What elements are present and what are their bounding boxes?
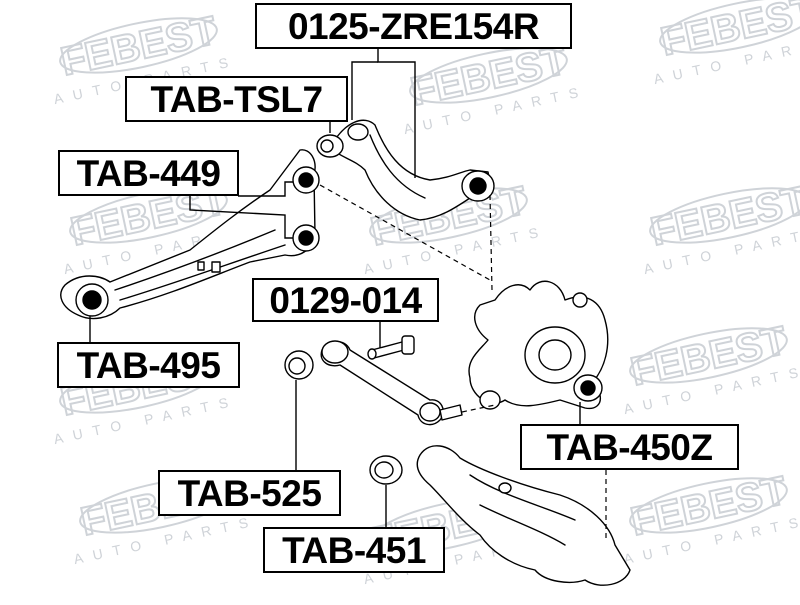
- cam-bolt-part: [367, 335, 415, 360]
- part-label-tab-451: TAB-451: [263, 527, 445, 573]
- part-label-tab-tsl7: TAB-TSL7: [125, 76, 348, 122]
- knuckle-part: [468, 280, 609, 410]
- part-label-tab-525: TAB-525: [158, 470, 341, 516]
- dashed-guide: [319, 184, 491, 281]
- part-label-tab-495: TAB-495: [57, 342, 240, 388]
- toe-link-bushing-part: [284, 350, 314, 380]
- dashed-guide: [461, 404, 496, 413]
- leader-lines: [89, 48, 581, 527]
- upper-arm-inner-bushing-part: [316, 134, 344, 158]
- part-label-0129-014: 0129-014: [252, 278, 439, 322]
- toe-link-part: [320, 340, 463, 426]
- watermark-logo: FEBEST AUTO PARTS: [402, 38, 589, 138]
- trailing-arm-part: [416, 445, 631, 586]
- lower-arm-bushing-part: [292, 166, 320, 252]
- knuckle-bushing-part: [573, 374, 603, 402]
- leader-line: [238, 181, 293, 197]
- leader-line: [377, 48, 416, 178]
- watermark-layer: FEBEST AUTO PARTS FEBEST AUTO PARTS FEBE…: [52, 0, 800, 587]
- watermark-logo: FEBEST AUTO PARTS: [622, 468, 800, 568]
- watermark-logo: FEBEST AUTO PARTS: [642, 178, 800, 277]
- part-label-tab-450z: TAB-450Z: [520, 424, 739, 470]
- part-label-tab-449: TAB-449: [58, 150, 239, 196]
- watermark-logo: FEBEST AUTO PARTS: [652, 0, 800, 87]
- part-label-0125-zre154r: 0125-ZRE154R: [255, 3, 572, 49]
- upper-arm-part: [329, 119, 495, 221]
- dashed-guide: [489, 194, 493, 291]
- dashed-guides: [319, 184, 607, 540]
- watermark-logo: FEBEST AUTO PARTS: [622, 318, 800, 418]
- lower-arm-part: [60, 149, 316, 320]
- leader-line: [351, 61, 378, 120]
- trailing-arm-bushing-part: [369, 455, 403, 485]
- leader-line: [189, 196, 293, 239]
